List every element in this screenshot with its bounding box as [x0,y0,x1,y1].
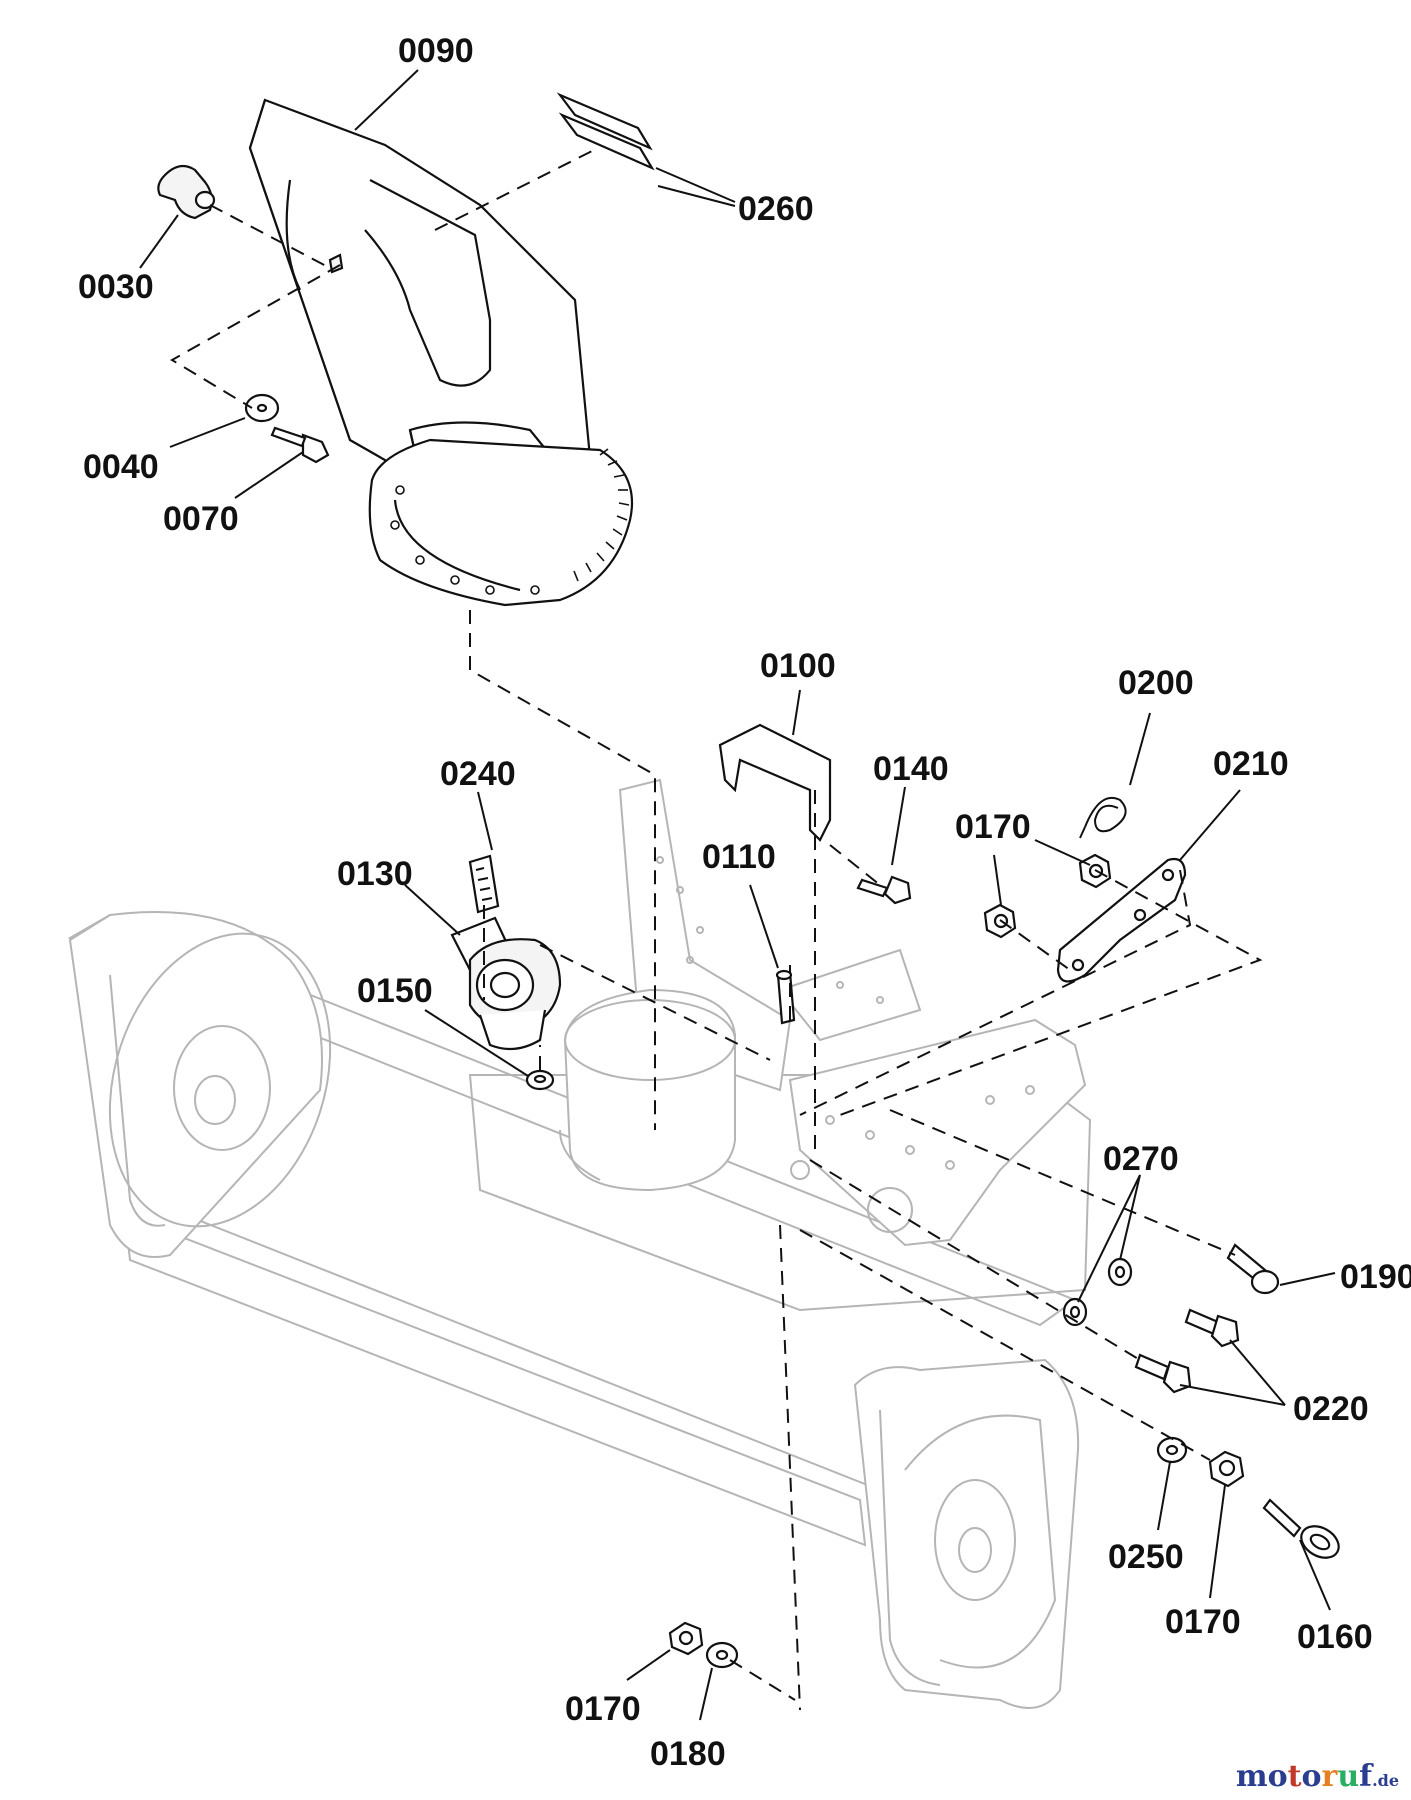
chute-washer [244,393,280,423]
hex-bolts [1134,1308,1240,1394]
label-0100: 0100 [760,647,836,685]
motor-nut [525,1069,555,1091]
label-0210: 0210 [1213,745,1289,783]
label-0110: 0110 [702,838,776,876]
link-plate [1056,857,1187,983]
label-0190: 0190 [1340,1258,1411,1296]
label-0170-lower: 0170 [1165,1603,1241,1641]
bottom-hardware [668,1621,739,1669]
chute-motor [450,916,562,1051]
label-0200: 0200 [1118,664,1194,702]
wm-letter: o [1301,1759,1322,1794]
label-0160: 0160 [1297,1618,1373,1656]
discharge-chute-assembly [248,98,634,607]
label-0220: 0220 [1293,1390,1369,1428]
label-0150: 0150 [357,972,433,1010]
label-0250: 0250 [1108,1538,1184,1576]
leader-lines [139,69,1336,1721]
label-0260: 0260 [738,190,814,228]
wm-letter: t [1287,1759,1302,1794]
label-0070: 0070 [163,500,239,538]
drive-gear [468,854,500,914]
decal-strips [556,92,655,171]
label-0130: 0130 [337,855,413,893]
label-0180: 0180 [650,1735,726,1773]
deflector-knob [157,164,216,220]
cover-screw [856,875,912,905]
assembly-lines [170,147,1263,1711]
label-0090: 0090 [398,32,474,70]
flat-washers [1062,1257,1133,1327]
label-0170-bottom: 0170 [565,1690,641,1728]
label-0040: 0040 [83,448,159,486]
label-0140: 0140 [873,750,949,788]
torsion-spring [1079,796,1127,839]
wm-suffix: .de [1372,1771,1399,1790]
wm-letter: r [1321,1759,1338,1794]
wm-letter: f [1359,1759,1373,1794]
part-labels: 0090 0260 0030 0040 0070 0100 0200 0210 … [78,32,1411,1773]
clevis-pin [1226,1243,1280,1295]
label-0270: 0270 [1103,1140,1179,1178]
wm-letter: u [1337,1759,1360,1794]
wm-letter: m [1235,1759,1268,1794]
motor-cover [718,723,832,842]
label-0240: 0240 [440,755,516,793]
lower-right-hardware [1156,1436,1340,1559]
wm-letter: o [1267,1759,1288,1794]
label-0030: 0030 [78,268,154,306]
watermark-logo: motoruf.de [1236,1759,1399,1794]
chute-bolt [270,426,330,464]
label-0170-upper: 0170 [955,808,1031,846]
auger-housing [67,778,1092,1709]
